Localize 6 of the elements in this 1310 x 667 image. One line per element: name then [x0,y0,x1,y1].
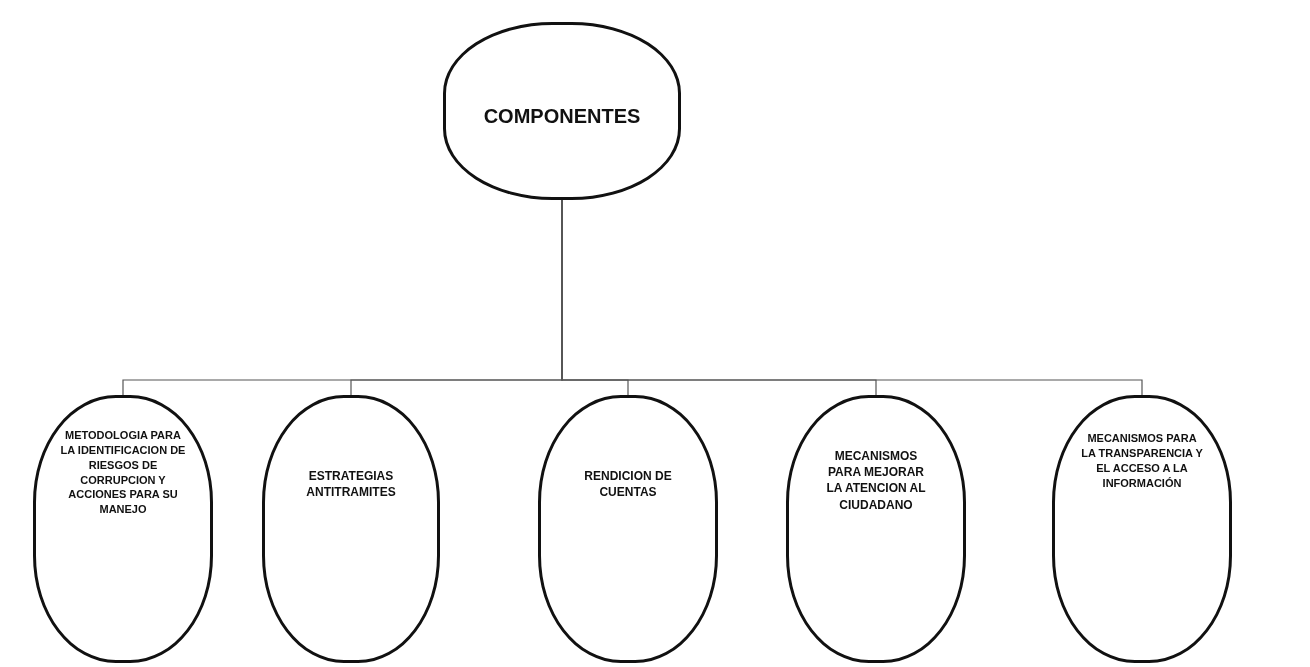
node-label: MECANISMOS PARA MEJORAR LA ATENCION AL CIUDADANO [825,448,927,513]
node-label: RENDICION DE CUENTAS [583,468,673,501]
node-label: COMPONENTES [482,104,642,129]
node-label: MECANISMOS PARA LA TRANSPARENCIA Y EL ACCESO A LA INFORMACIÓN [1080,431,1204,491]
node-label: METODOLOGIA PARA LA IDENTIFICACION DE RIESGOS DE CORRUPCION Y ACCIONES PARA SU MANEJO [60,428,186,518]
node-label: ESTRATEGIAS ANTITRAMITES [305,468,397,501]
